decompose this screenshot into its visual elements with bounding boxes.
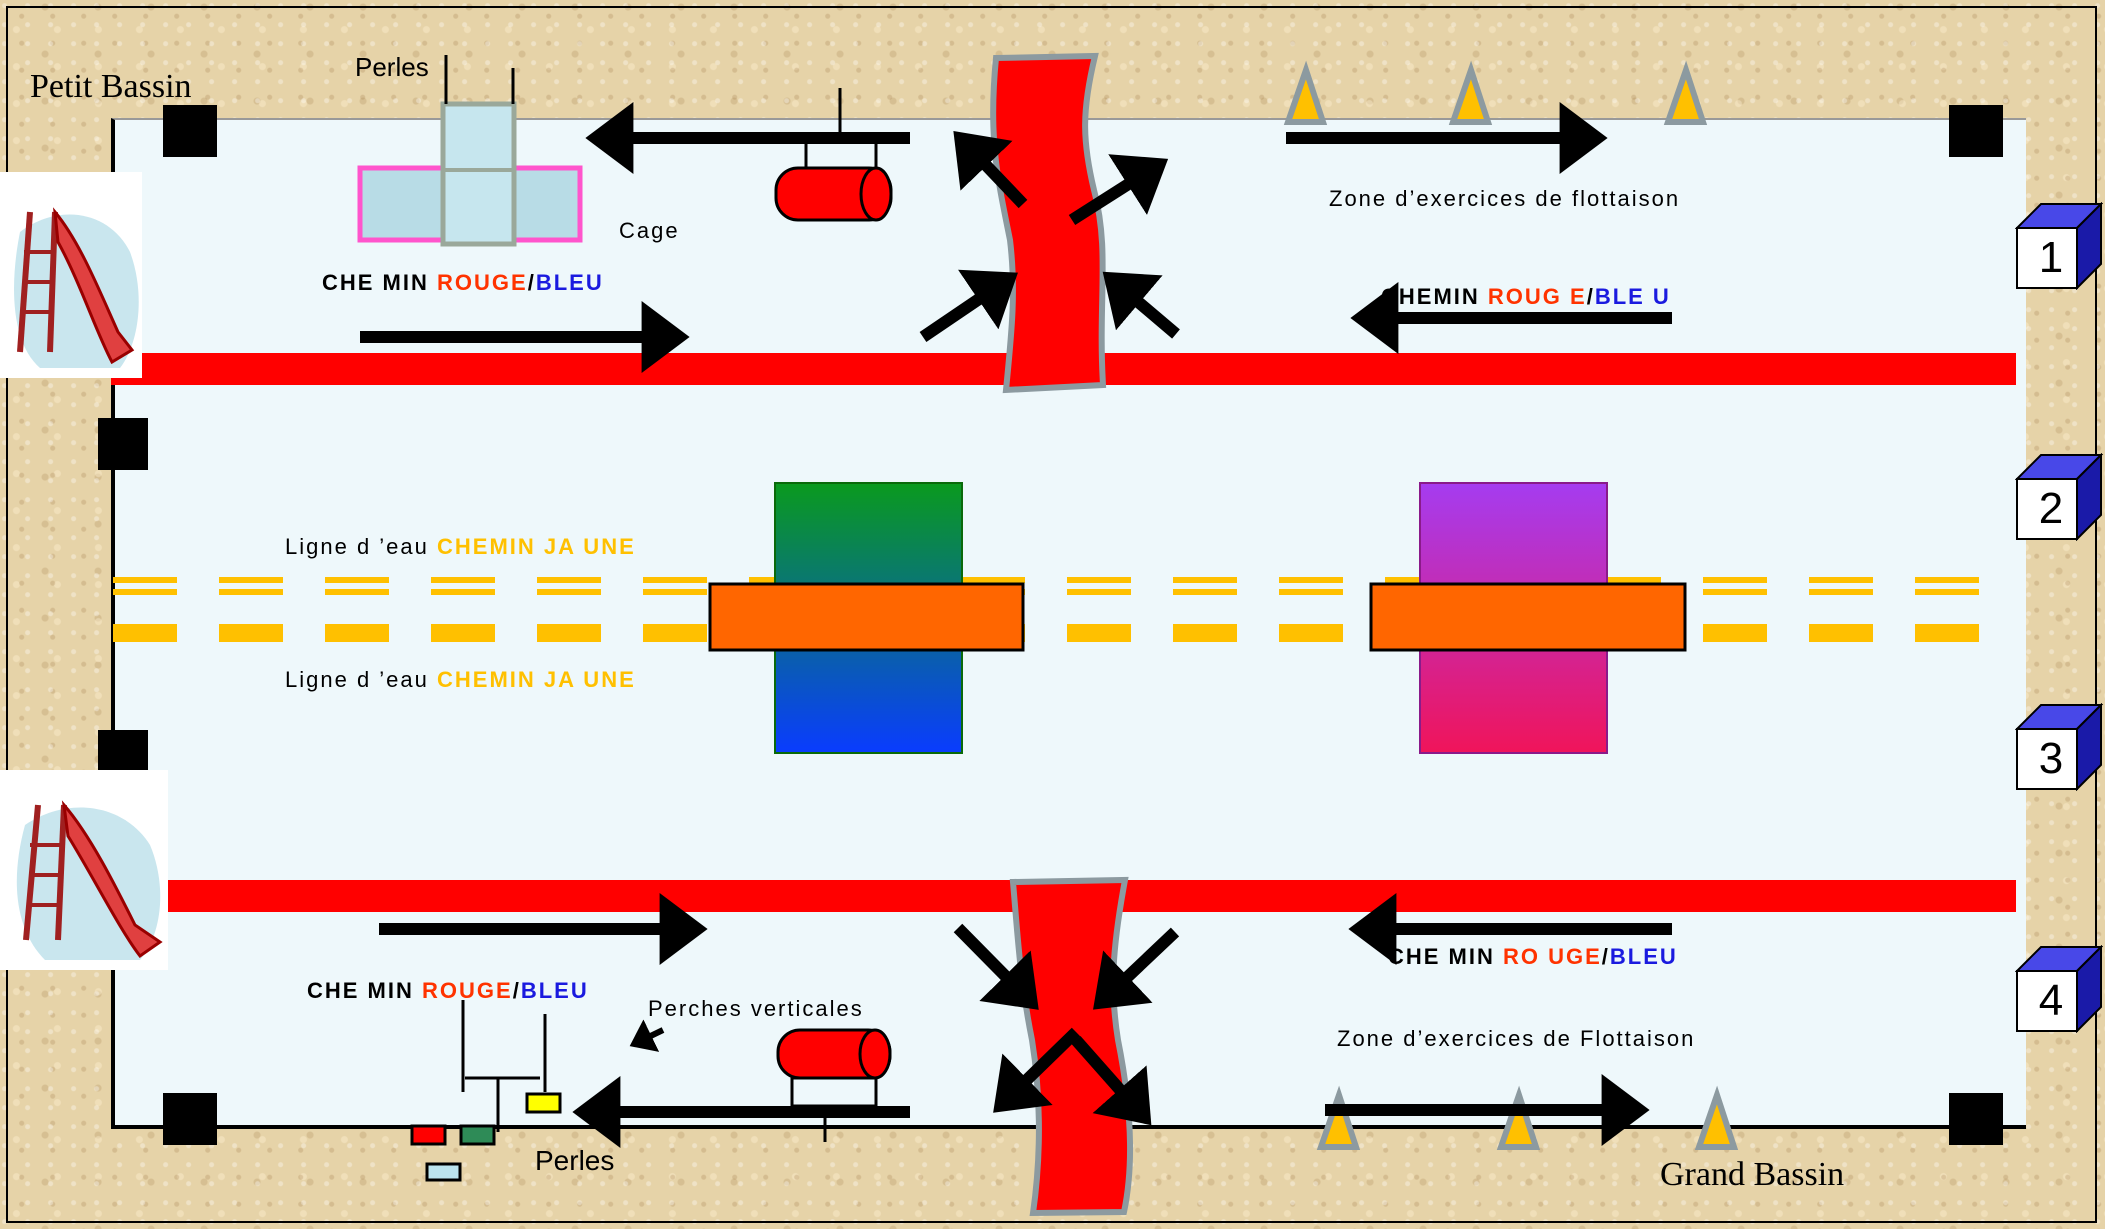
cone-icon: [1694, 1085, 1739, 1150]
orange-bar-left: [708, 582, 1025, 652]
vertical-perches: [410, 1000, 562, 1182]
ligne-eau-label-top: Ligne d ’eau CHEMIN JA UNE: [285, 534, 636, 559]
cage-column: [440, 101, 517, 247]
corner-post: [163, 105, 217, 157]
chemin-rouge-bleu-top-right: CHEMIN ROUG E/BLE U: [1381, 284, 1671, 309]
ligne-eau-label-bottom: Ligne d ’eau CHEMIN JA UNE: [285, 667, 636, 692]
cage: [357, 55, 583, 247]
arrow-icon: [1102, 271, 1180, 339]
orange-bar-right: [1369, 582, 1687, 652]
arrows: [360, 102, 1672, 1148]
diagram-frame: [6, 6, 2097, 1223]
lane-number: 1: [2038, 233, 2064, 282]
perles-label-top: Perles: [355, 52, 429, 82]
zone-flottaison-bottom: Zone d’exercices de Flottaison: [1337, 1026, 1696, 1051]
corner-posts: [98, 105, 2003, 1145]
arrow-icon: [993, 1027, 1081, 1113]
lane-cube-icon: 3: [2014, 702, 2104, 792]
lane-cube-icon: 4: [2014, 944, 2104, 1034]
arrow-icon: [919, 269, 1018, 342]
arrow-icon: [1071, 1036, 1152, 1126]
chemin-rouge-bleu-bottom-right: CHE MIN RO UGE/BLEU: [1388, 944, 1678, 969]
cone-icon: [1663, 60, 1708, 125]
grand-bassin-label: Grand Bassin: [1660, 1156, 1845, 1193]
lane-number: 2: [2038, 484, 2064, 533]
barrel-icon: [776, 1028, 892, 1142]
arrow-icon: [629, 1019, 665, 1052]
cones: [1283, 60, 1739, 1150]
petit-bassin-label: Petit Bassin: [30, 68, 192, 105]
cone-icon: [1316, 1085, 1361, 1150]
corner-post: [98, 418, 148, 470]
cone-icon: [1496, 1085, 1541, 1150]
corner-post: [98, 730, 148, 770]
corner-post: [1949, 105, 2003, 157]
arrow-icon: [1093, 927, 1180, 1010]
chemin-rouge-bleu-bottom-left: CHE MIN ROUGE/BLEU: [307, 978, 589, 1003]
cone-icon: [1283, 60, 1328, 125]
cage-label: Cage: [619, 218, 680, 243]
corner-post: [163, 1093, 217, 1145]
perles-label-bottom: Perles: [535, 1145, 615, 1176]
red-band-top: [990, 52, 1107, 394]
arrow-icon: [953, 131, 1028, 209]
lane-cube-icon: 2: [2014, 452, 2104, 542]
lane-number: 3: [2038, 734, 2064, 783]
chemin-rouge-bleu-top-left: CHE MIN ROUGE/BLEU: [322, 270, 604, 295]
corner-post: [1949, 1093, 2003, 1145]
water-slide-icon: [0, 770, 168, 970]
cone-icon: [1448, 60, 1493, 125]
barrel-icon: [774, 88, 893, 222]
perches-label: Perches verticales: [648, 996, 864, 1021]
lane-cube-icon: 1: [2014, 201, 2104, 291]
red-band-bottom: [1009, 876, 1134, 1217]
lane-number: 4: [2038, 976, 2064, 1025]
arrow-icon: [953, 923, 1039, 1010]
zone-flottaison-top: Zone d’exercices de flottaison: [1329, 186, 1681, 211]
arrow-icon: [1068, 154, 1169, 226]
water-slide-icon: [0, 172, 142, 378]
